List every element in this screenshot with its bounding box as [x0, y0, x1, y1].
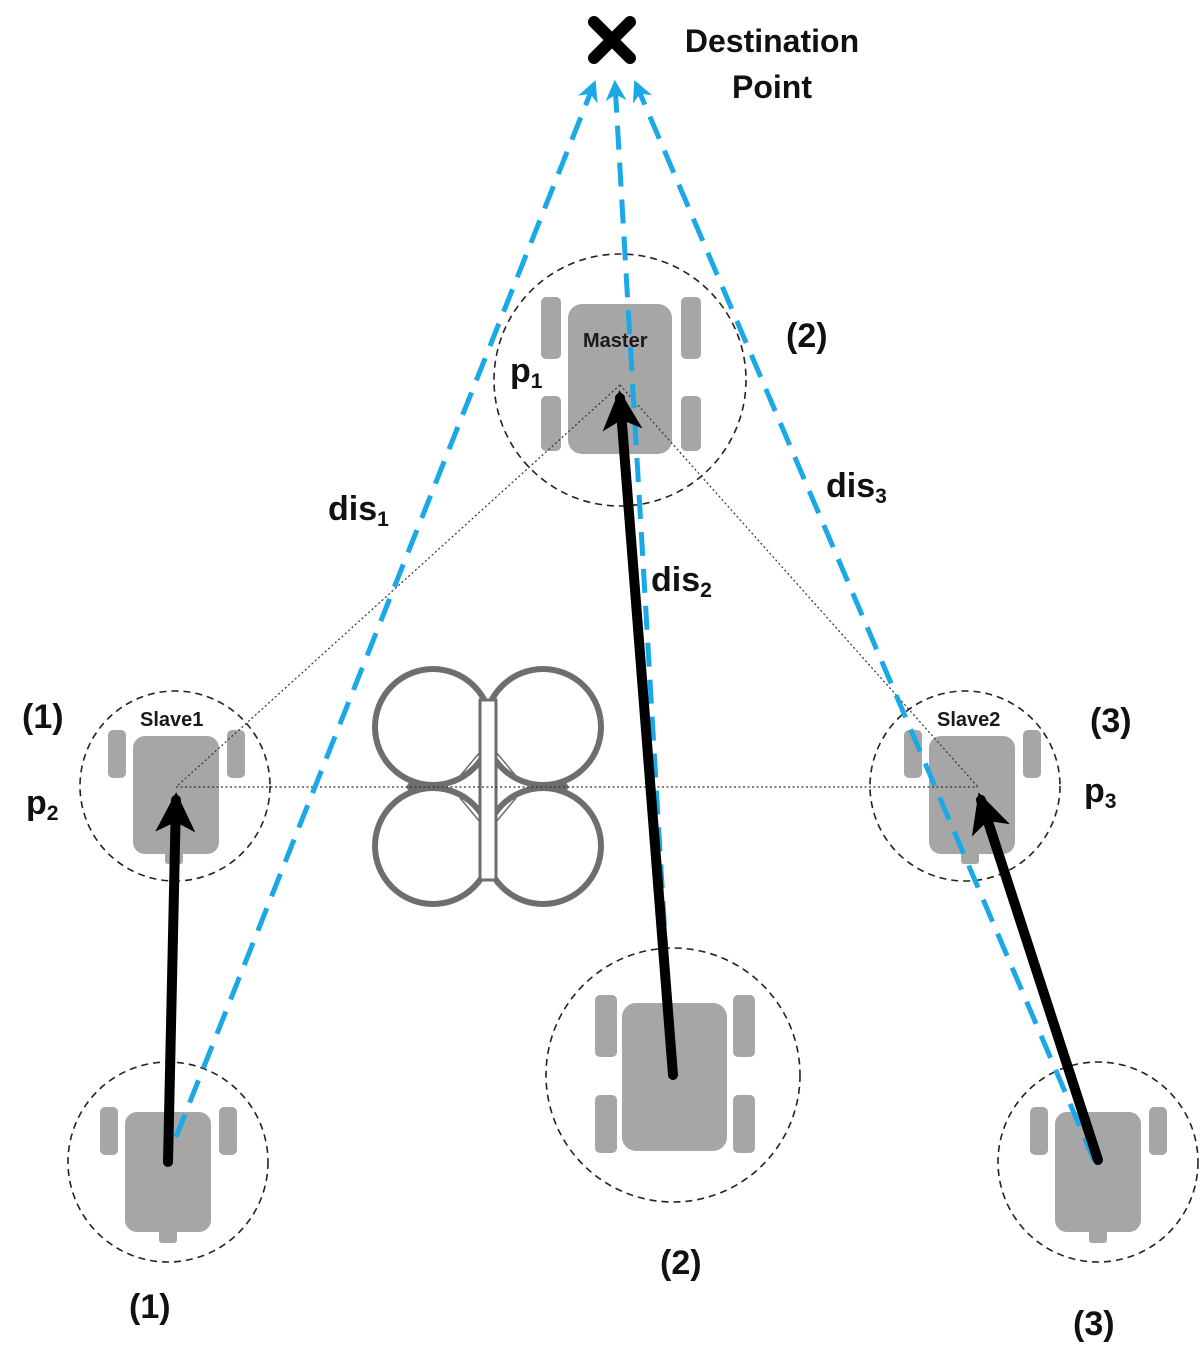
- start1-robot: [100, 1107, 237, 1243]
- move-arrow-2: [602, 390, 678, 1080]
- destination-label-line1: Destination: [684, 23, 860, 59]
- slave2-robot: [904, 730, 1041, 864]
- master-robot: [541, 297, 701, 454]
- drone-rotor-bottom-left: [372, 785, 494, 907]
- slave2-range-circle: [869, 690, 1061, 882]
- x-mark-icon: [588, 16, 636, 64]
- slave2-label: Slave2: [937, 709, 1001, 731]
- move-arrow-3: [971, 792, 1103, 1165]
- master-range-circle: [493, 253, 747, 507]
- dis1-label: dis1: [328, 490, 389, 531]
- drone-rotor-bottom-right: [482, 785, 604, 907]
- move-arrow-1: [155, 792, 196, 1167]
- formation-triangle: [175, 384, 979, 788]
- destination-label: Destination Point: [670, 18, 874, 111]
- slave1-label: Slave1: [140, 709, 204, 731]
- p2-label: p2: [26, 784, 59, 825]
- path-dis3: [632, 80, 1097, 1161]
- master-label: Master: [583, 330, 648, 352]
- path-dis1: [173, 80, 598, 1138]
- formation-index-3: (3): [1090, 702, 1132, 740]
- p1-label: p1: [510, 352, 543, 393]
- drone-rotor-top-left: [372, 666, 494, 788]
- start-index-1: (1): [129, 1288, 171, 1326]
- start-index-3: (3): [1073, 1305, 1115, 1343]
- drone: [372, 666, 604, 907]
- formation-index-1: (1): [22, 698, 64, 736]
- dis3-label: dis3: [826, 467, 887, 508]
- start3-robot: [1030, 1107, 1167, 1243]
- destination-label-line2: Point: [732, 69, 812, 106]
- formation-index-2: (2): [786, 317, 828, 355]
- dis2-label: dis2: [651, 561, 712, 602]
- p3-label: p3: [1084, 772, 1117, 813]
- start3-range-circle: [997, 1061, 1199, 1263]
- start-index-2: (2): [660, 1244, 702, 1282]
- drone-rotor-top-right: [482, 666, 604, 788]
- start2-range-circle: [545, 947, 801, 1203]
